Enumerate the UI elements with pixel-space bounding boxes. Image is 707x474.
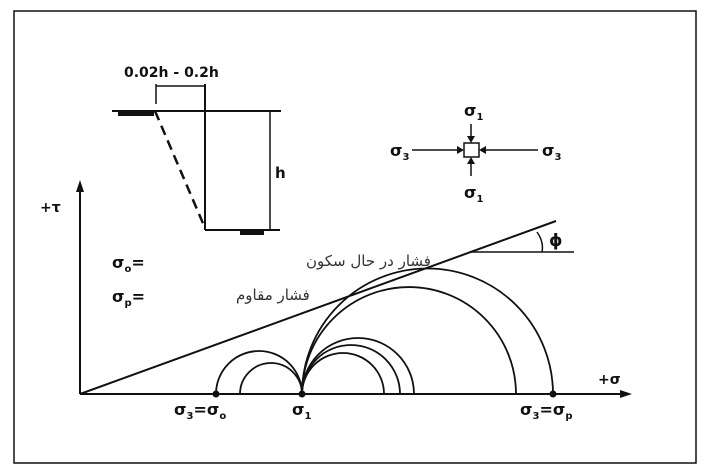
point-sigmap: [549, 390, 557, 398]
label-sigma1: σ1: [292, 400, 311, 422]
mohr-circle-7: [301, 267, 554, 395]
wall-sketch: 0.02h - 0.2h h: [112, 65, 286, 235]
mohr-circle-6: [301, 286, 517, 395]
sigma1-bottom-label: σ1: [464, 183, 483, 205]
top-dimension-label: 0.02h - 0.2h: [124, 65, 219, 81]
arrow-left-head: [457, 146, 464, 154]
failure-envelope: [79, 220, 557, 395]
tau-axis-arrow: [76, 180, 84, 192]
diagram-frame: [13, 10, 697, 464]
point-sigma1: [298, 390, 306, 398]
mohr-circle-5: [301, 337, 415, 395]
mohr-circle-2: [239, 362, 303, 395]
arrow-bottom-head: [467, 157, 475, 164]
sigma-axis-arrow: [620, 390, 632, 398]
legend-symbol-sigma0: σo=: [112, 253, 145, 275]
point-sigma0: [212, 390, 220, 398]
height-label: h: [275, 164, 286, 182]
arrow-right-head: [479, 146, 486, 154]
label-sigma3-eq-sigmap: σ3=σp: [520, 400, 572, 422]
sigma-axis-label: +σ: [598, 372, 621, 388]
bottom-ground-hatch: [240, 230, 264, 235]
label-sigma3-eq-sigma0: σ3=σo: [174, 400, 226, 422]
mohr-axes: +τ +σ: [40, 180, 632, 398]
sigma3-left-label: σ3: [390, 141, 409, 163]
stress-element: σ1 σ1 σ3 σ3: [390, 101, 561, 205]
mohr-circles: [215, 267, 554, 395]
phi-label: ϕ: [549, 231, 563, 251]
legend-text-passive: فشار مقاوم: [236, 286, 310, 304]
top-ground-hatch: [118, 111, 154, 116]
legend-symbol-sigmap: σp=: [112, 287, 145, 309]
legend-text-at-rest: فشار در حال سکون: [306, 252, 431, 270]
dashed-wedge-line: [153, 110, 207, 229]
element-square: [463, 142, 480, 158]
tau-axis-label: +τ: [40, 200, 61, 216]
mohr-circle-4: [301, 344, 401, 395]
sigma3-right-label: σ3: [542, 141, 561, 163]
legend: σo= فشار در حال سکون σp= فشار مقاوم: [112, 252, 431, 309]
arrow-top-head: [467, 136, 475, 143]
mohr-circle-1: [215, 350, 303, 395]
failure-envelope-group: ϕ: [79, 220, 574, 395]
phi-arc: [536, 231, 544, 253]
sigma1-top-label: σ1: [464, 101, 483, 123]
